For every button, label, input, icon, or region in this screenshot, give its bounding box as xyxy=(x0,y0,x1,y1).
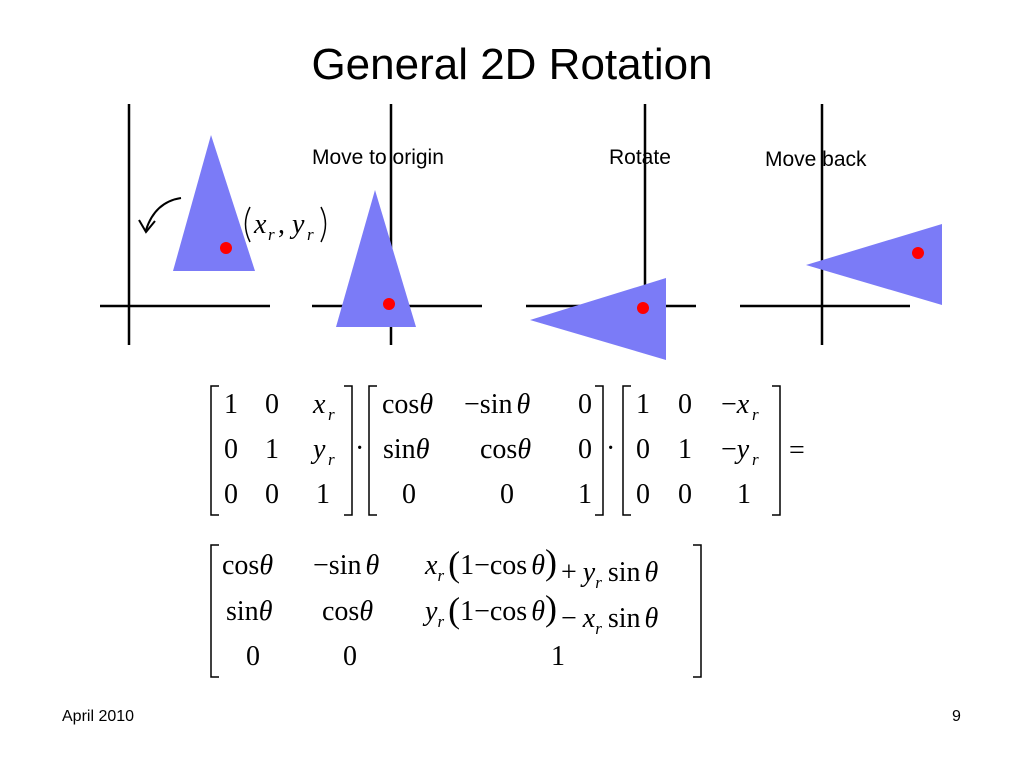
cell-minus-yr: −y xyxy=(721,434,750,465)
footer-date: April 2010 xyxy=(62,708,135,725)
cell: 0 xyxy=(343,641,357,672)
cell-yr: y xyxy=(310,434,326,465)
bracket-left xyxy=(210,385,219,516)
panel-move-back xyxy=(740,104,942,345)
cell: 0 xyxy=(678,389,692,420)
cell: 1 xyxy=(224,389,238,420)
cell: 1 xyxy=(551,641,565,672)
cell: 1 xyxy=(737,479,751,510)
sub: r xyxy=(752,450,759,469)
cell-cos: cosθ xyxy=(222,550,273,581)
cell: 0 xyxy=(578,434,592,465)
cell-cos: cosθ xyxy=(322,596,373,627)
cell: 0 xyxy=(246,641,260,672)
sub: r xyxy=(328,405,335,424)
pivot-point xyxy=(220,242,232,254)
equals-sign: = xyxy=(789,435,805,466)
cell: 1 xyxy=(678,434,692,465)
pivot-point xyxy=(637,302,649,314)
bracket-right xyxy=(772,385,781,516)
cell: 0 xyxy=(578,389,592,420)
cell: 0 xyxy=(265,389,279,420)
panel-original: x r , y r xyxy=(100,104,327,345)
caption-move-to-origin: Move to origin xyxy=(312,146,444,169)
label-y: y xyxy=(289,209,305,240)
pivot-label: x r , y r xyxy=(244,206,327,244)
bracket-left xyxy=(622,385,631,516)
cell-cos: cosθ xyxy=(480,434,531,465)
dot-operator: · xyxy=(606,433,615,464)
caption-move-back: Move back xyxy=(765,148,867,171)
cell: 0 xyxy=(265,479,279,510)
right-paren xyxy=(320,206,327,243)
label-comma: , xyxy=(278,209,285,240)
dot-operator: · xyxy=(355,433,364,464)
cell: 0 xyxy=(224,479,238,510)
label-y-sub: r xyxy=(307,225,314,244)
cell: 0 xyxy=(402,479,416,510)
cell-xr: x xyxy=(312,389,326,420)
cell: 1 xyxy=(636,389,650,420)
arrow-head-icon xyxy=(138,219,156,234)
bracket-right xyxy=(595,385,604,516)
bracket-left xyxy=(368,385,377,516)
cell-sin: sinθ xyxy=(226,596,273,627)
triangle xyxy=(173,135,255,271)
cell: 1 xyxy=(265,434,279,465)
sub: r xyxy=(752,405,759,424)
matrix-translate: 1 0 x r 0 1 y r 0 0 1 xyxy=(210,385,353,516)
panel-move-to-origin xyxy=(312,104,482,345)
rotation-arrow-icon xyxy=(145,197,182,231)
pivot-point xyxy=(912,247,924,259)
cell: 0 xyxy=(500,479,514,510)
label-x-sub: r xyxy=(268,225,275,244)
triangle xyxy=(530,278,666,360)
cell-cos: cosθ xyxy=(382,389,433,420)
label-x: x xyxy=(253,209,267,240)
triangle xyxy=(336,190,416,327)
cell-minus-xr: −x xyxy=(721,389,750,420)
cell: 0 xyxy=(224,434,238,465)
pivot-point xyxy=(383,298,395,310)
cell: 1 xyxy=(578,479,592,510)
bracket-left xyxy=(210,544,219,678)
panel-rotate xyxy=(526,104,696,360)
matrix-translate-back: 1 0 −x r 0 1 −y r 0 0 1 xyxy=(622,385,781,516)
bracket-right xyxy=(693,544,702,678)
bracket-right xyxy=(344,385,353,516)
cell: 0 xyxy=(678,479,692,510)
cell: 1 xyxy=(316,479,330,510)
cell: 0 xyxy=(636,479,650,510)
slide-title: General 2D Rotation xyxy=(311,40,713,89)
triangle xyxy=(806,224,942,305)
cell: 0 xyxy=(636,434,650,465)
left-paren xyxy=(244,206,251,243)
footer-page-number: 9 xyxy=(952,708,961,725)
sub: r xyxy=(328,450,335,469)
caption-rotate: Rotate xyxy=(609,146,671,169)
cell-sin: sinθ xyxy=(383,434,430,465)
